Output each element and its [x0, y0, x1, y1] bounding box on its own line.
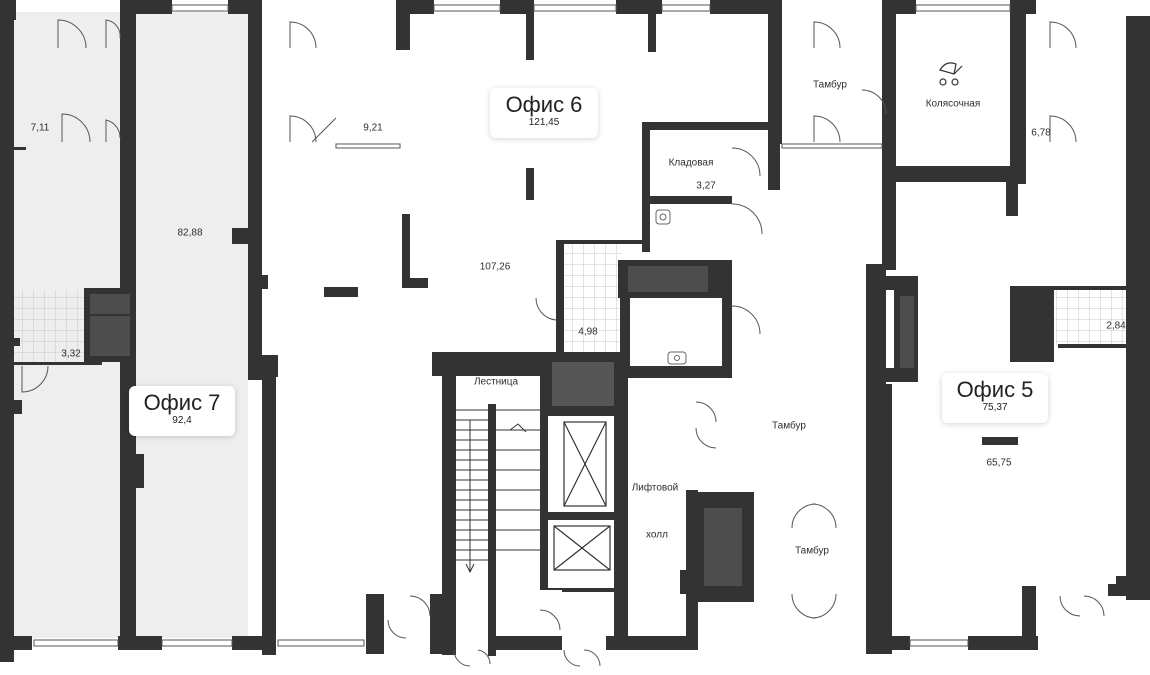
stroller-room-label: Колясочная [925, 98, 981, 110]
vestibule-label-mid: Тамбур [772, 420, 806, 432]
vestibule-label-low: Тамбур [795, 545, 829, 557]
room-area-3-32: 3,32 [61, 348, 81, 360]
room-area-9-21: 9,21 [363, 122, 383, 134]
office6-title: Офис 6 [505, 92, 583, 117]
room-area-6-78: 6,78 [1031, 127, 1051, 139]
office6-card[interactable]: Офис 6 121,45 [490, 88, 598, 138]
sink-icons [655, 209, 687, 365]
office7-title: Офис 7 [143, 390, 221, 415]
stroller-icon [939, 62, 963, 86]
wc-tiles-office7 [12, 290, 87, 362]
office6-area: 121,45 [528, 117, 560, 128]
lift-hall-label-2: холл [646, 529, 668, 541]
office7-card[interactable]: Офис 7 92,4 [129, 386, 235, 436]
office7-area: 92,4 [172, 415, 192, 426]
room-area-7-11: 7,11 [30, 122, 50, 134]
stairs-label: Лестница [473, 376, 519, 388]
room-area-2-84: 2,84 [1106, 320, 1126, 332]
room-area-3-27: 3,27 [696, 180, 716, 192]
room-area-65-75: 65,75 [986, 457, 1012, 469]
lift-hall-label-1: Лифтовой [631, 482, 679, 494]
room-area-107-26: 107,26 [479, 261, 511, 273]
wc-tiles-office6 [560, 242, 622, 354]
column [982, 437, 1018, 445]
lift-cabins [553, 421, 611, 571]
windows [33, 4, 1011, 647]
room-area-4-98: 4,98 [578, 326, 598, 338]
office5-area: 75,37 [982, 402, 1008, 413]
wc-tiles-office5 [1055, 290, 1132, 346]
storage-room-label: Кладовая [668, 157, 714, 169]
office5-title: Офис 5 [956, 377, 1034, 402]
room-area-82-88: 82,88 [177, 227, 203, 239]
staircase [456, 409, 540, 574]
vestibule-label-top: Тамбур [813, 79, 847, 91]
walls-right [866, 0, 1150, 654]
office5-card[interactable]: Офис 5 75,37 [942, 373, 1048, 423]
doors [21, 19, 1105, 667]
